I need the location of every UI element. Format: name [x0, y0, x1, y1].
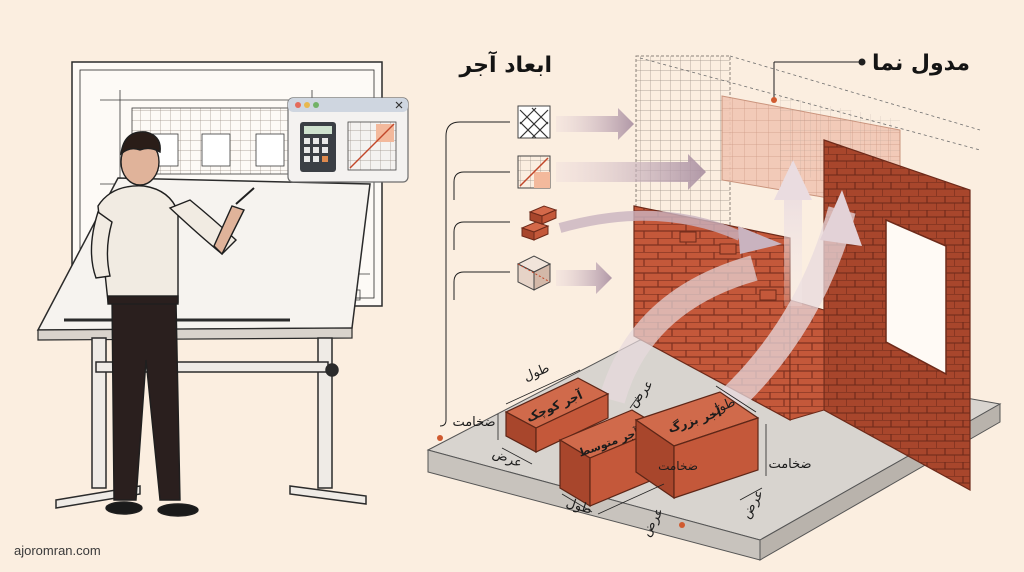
- calculator-window: [287, 97, 409, 183]
- facade-module-title: مدول نما: [872, 51, 970, 76]
- medium-brick: آجر متوسط: [558, 409, 664, 508]
- small-length-label: طول: [522, 361, 552, 385]
- grid-diagonal-icon: [517, 155, 551, 189]
- small-thickness-label: ضخامت: [452, 415, 495, 430]
- architect-figure: [90, 131, 255, 517]
- bricks-stack-icon: [520, 205, 558, 241]
- brick-pattern-icon: [517, 105, 551, 139]
- drafting-scene: [36, 61, 409, 517]
- small-brick: آجر کوچک: [504, 377, 610, 453]
- large-brick: آجر بزرگ: [634, 391, 760, 500]
- icon-column: [439, 105, 558, 427]
- brick-dimensions-title: ابعاد آجر: [458, 50, 552, 78]
- large-thickness-side-label: ضخامت: [658, 459, 698, 473]
- large-thickness-label: ضخامت: [768, 457, 811, 472]
- watermark: ajoromran.com: [14, 543, 101, 558]
- cube-icon: [516, 255, 552, 291]
- flow-arrows: [556, 108, 862, 421]
